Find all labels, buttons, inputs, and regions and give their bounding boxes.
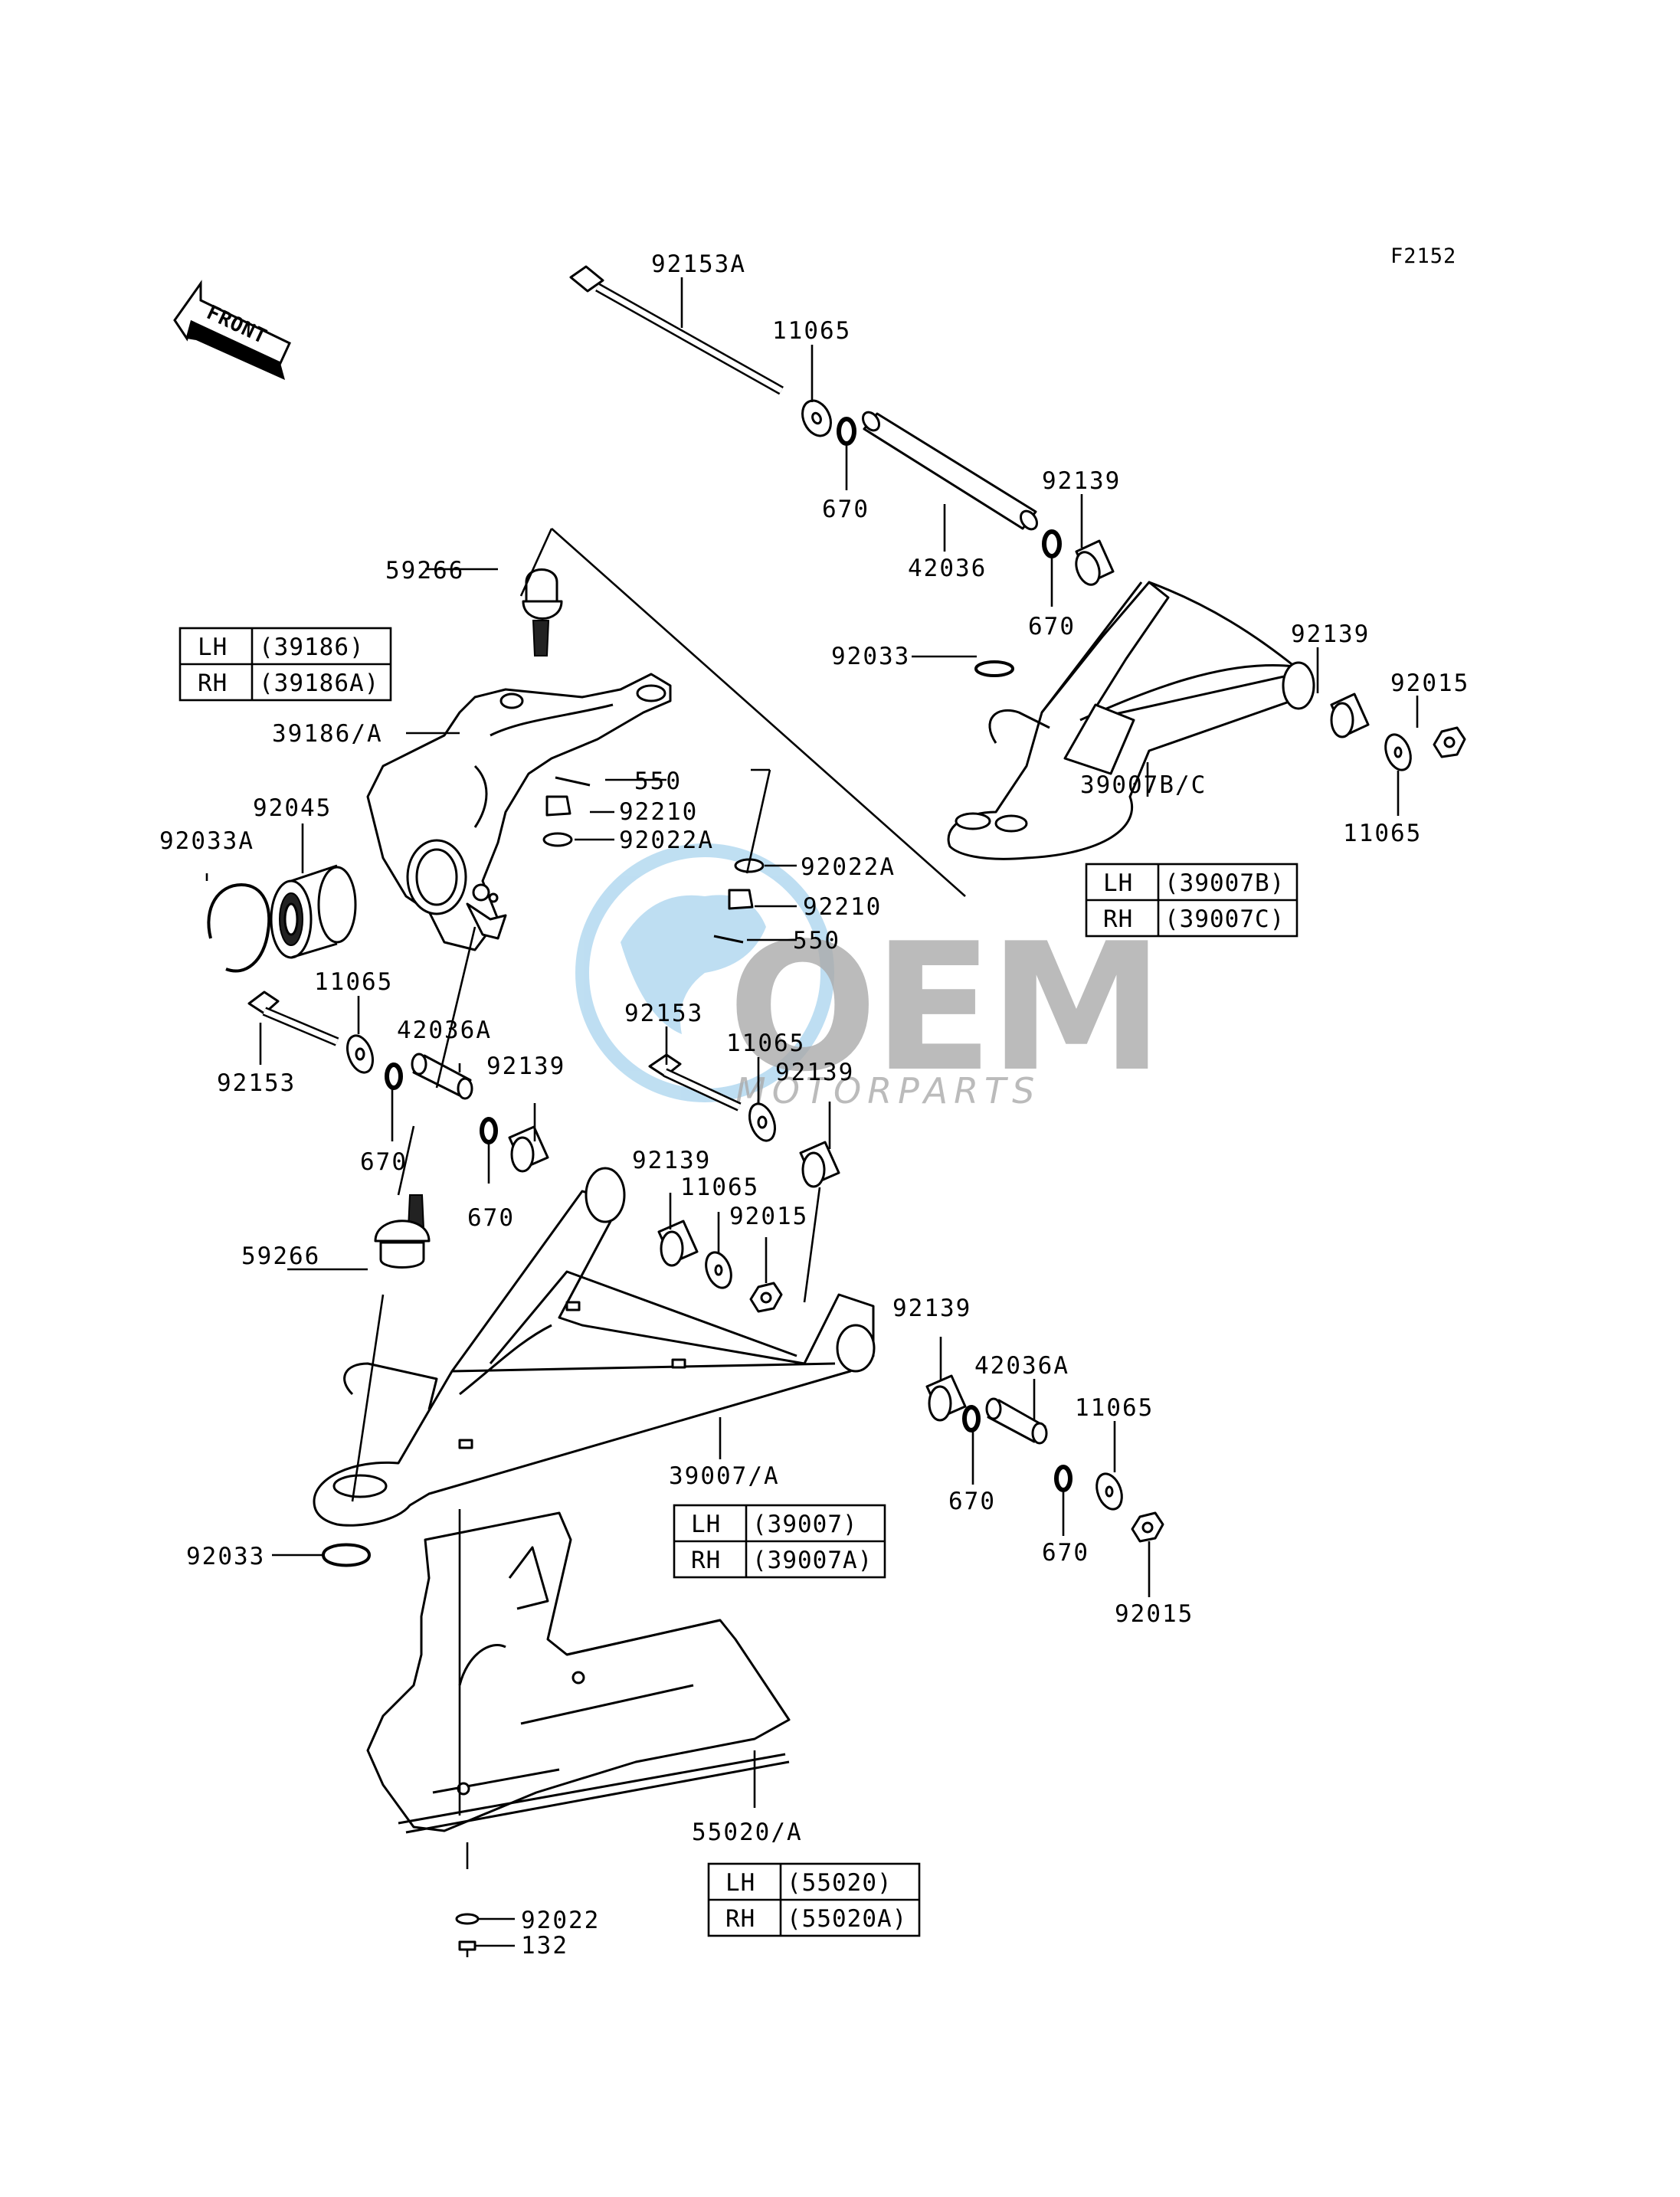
table-guard-rh-code: (55020A) [787, 1905, 907, 1933]
label-92015-mid: 92015 [729, 1203, 808, 1230]
label-550-b: 550 [793, 927, 840, 954]
table-guard-lh-side: LH [725, 1869, 755, 1897]
watermark-sub: MOTORPARTS [735, 1070, 1040, 1112]
table-lower-arm: LH (39007) RH (39007A) [673, 1504, 886, 1579]
label-42036: 42036 [908, 555, 987, 582]
label-92139-low: 92139 [892, 1295, 971, 1322]
label-92033-low: 92033 [186, 1543, 265, 1570]
table-upper-lh-side: LH [1103, 869, 1133, 897]
label-92033-top: 92033 [831, 643, 910, 670]
label-11065-right: 11065 [1343, 820, 1422, 847]
label-92139-right: 92139 [1291, 620, 1370, 648]
label-92139-left: 92139 [486, 1053, 565, 1080]
label-92015-right: 92015 [1390, 670, 1469, 697]
table-knuckle-rh-side: RH [198, 670, 228, 697]
label-670-low: 670 [948, 1488, 996, 1515]
upper-shaft-parts [569, 265, 1115, 586]
label-39007BC: 39007B/C [1080, 771, 1207, 799]
label-11065-top: 11065 [772, 317, 851, 345]
table-upper-lh-code: (39007B) [1164, 869, 1285, 897]
label-11065-mid2: 11065 [680, 1174, 759, 1201]
label-11065-left: 11065 [314, 968, 393, 996]
leader-lines [205, 277, 1419, 1947]
label-92022A-b: 92022A [801, 853, 896, 881]
label-39007A: 39007/A [669, 1462, 780, 1490]
label-670-top: 670 [822, 496, 869, 523]
label-92139-top: 92139 [1042, 467, 1121, 495]
label-92022: 92022 [521, 1907, 600, 1934]
label-670-low2: 670 [1042, 1539, 1089, 1567]
label-92210-a: 92210 [619, 798, 698, 826]
label-92153A: 92153A [651, 250, 746, 278]
table-knuckle-lh-side: LH [198, 634, 228, 661]
label-92210-b: 92210 [803, 893, 882, 921]
label-132: 132 [521, 1932, 568, 1960]
lower-left-parts [247, 990, 549, 1269]
table-upper-rh-side: RH [1103, 905, 1133, 933]
lower-a-arm [313, 1167, 1164, 1567]
table-knuckle-lh-code: (39186) [259, 634, 365, 661]
label-670-left2: 670 [467, 1204, 515, 1232]
label-11065-mid: 11065 [726, 1030, 805, 1057]
label-92033A: 92033A [159, 827, 254, 855]
watermark-brand: OEM [728, 906, 1160, 1111]
table-guard-rh-side: RH [725, 1905, 755, 1933]
table-upper-rh-code: (39007C) [1164, 905, 1285, 933]
skid-plate [366, 1511, 791, 1957]
label-92139-mid2: 92139 [632, 1147, 711, 1174]
table-lower-rh-code: (39007A) [752, 1547, 873, 1574]
label-42036A-low: 42036A [974, 1352, 1069, 1380]
table-knuckle: LH (39186) RH (39186A) [178, 627, 392, 702]
label-92153-mid: 92153 [624, 1000, 703, 1027]
label-550-a: 550 [634, 768, 682, 795]
table-guard-lh-code: (55020) [787, 1869, 892, 1897]
label-670-top2: 670 [1028, 613, 1076, 640]
label-59266-low: 59266 [241, 1243, 320, 1270]
label-59266-top: 59266 [385, 557, 464, 584]
label-92045: 92045 [253, 794, 332, 822]
table-knuckle-rh-code: (39186A) [259, 670, 379, 697]
table-guard: LH (55020) RH (55020A) [707, 1862, 921, 1937]
label-92139-mid: 92139 [775, 1059, 854, 1086]
label-92015-low: 92015 [1115, 1600, 1194, 1628]
label-55020A: 55020/A [692, 1819, 803, 1846]
oem-watermark: OEM MOTORPARTS [575, 843, 1164, 1112]
table-lower-lh-side: LH [691, 1511, 721, 1538]
label-670-left: 670 [360, 1148, 408, 1176]
figure-code: F2152 [1390, 244, 1456, 268]
table-lower-lh-code: (39007) [752, 1511, 858, 1538]
label-42036A-left: 42036A [397, 1017, 492, 1044]
label-39186A: 39186/A [272, 720, 383, 748]
front-arrow-icon: FRONT [173, 280, 291, 380]
part-labels: 92153A 11065 670 42036 92139 670 92033 9… [159, 250, 1469, 1960]
label-92153-left: 92153 [217, 1069, 296, 1097]
label-92022A-a: 92022A [619, 827, 714, 854]
table-upper-arm: LH (39007B) RH (39007C) [1085, 863, 1298, 938]
middle-parts [648, 1053, 840, 1313]
label-11065-low: 11065 [1075, 1394, 1154, 1422]
upper-a-arm [947, 581, 1466, 860]
steering-knuckle [207, 568, 765, 973]
table-lower-rh-side: RH [691, 1547, 721, 1574]
